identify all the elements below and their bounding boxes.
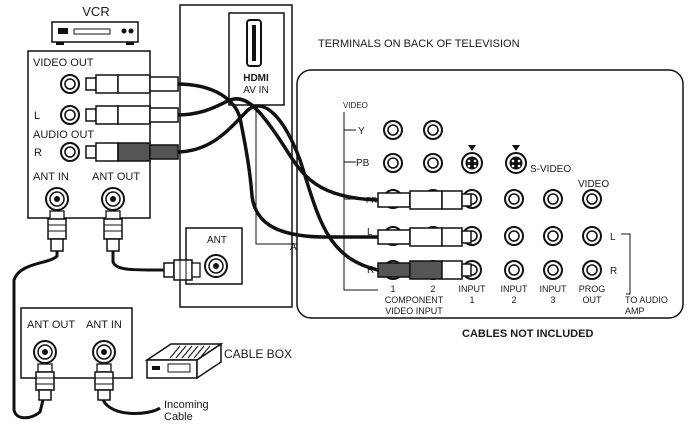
cable-box-label: CABLE BOX [224,347,292,361]
svideo2-jack-icon[interactable] [505,152,527,174]
vcr-audio-l-jack[interactable] [60,105,80,125]
input1-label-a: INPUT [459,284,487,294]
cable-box-ant-out-connector [35,363,55,401]
prog-out-r-jack[interactable] [582,260,602,280]
video-input-label: VIDEO INPUT [385,306,443,316]
vcr-ant-in-connector [47,210,67,252]
tv-y-label: Y [358,126,365,137]
tv-video-label: VIDEO [343,101,368,110]
svideo2-arrow-icon [512,145,520,151]
cable-box-ant-out-jack[interactable] [33,340,57,364]
svideo1-arrow-icon [468,145,476,151]
tv-video-right-label: VIDEO [578,179,609,190]
vcr-ant-in-label: ANT IN [33,171,69,183]
comp1-pb-jack[interactable] [383,153,403,173]
hdmi-label: HDMI [243,73,269,84]
comp2-pb-jack[interactable] [423,153,443,173]
tv-video-plug [377,190,472,210]
comp-1-label: 1 [390,284,395,294]
tv-pb-label: PB [356,158,370,169]
vcr-audio-r-plug [85,142,179,162]
svideo1-jack-icon[interactable] [461,152,483,174]
vcr-audio-l-plug [85,105,179,125]
vcr-video-plug [85,74,179,94]
input3-l-jack[interactable] [543,226,563,246]
svideo-label: S-VIDEO [530,164,571,175]
vcr-ant-out-label: ANT OUT [92,171,140,183]
comp1-y-jack[interactable] [383,120,403,140]
input3-video-jack[interactable] [543,189,563,209]
tv-ant-jack[interactable] [204,254,228,278]
vcr-title: VCR [82,4,109,19]
tv-ant-connector [163,259,201,281]
amp-label: AMP [625,306,645,316]
vcr-l-label: L [34,110,40,122]
tv-audio-l-plug [377,227,472,247]
to-audio-label: TO AUDIO [625,295,668,305]
tv-audio-r-plug [377,260,472,280]
out-label: OUT [583,295,603,305]
input2-r-jack[interactable] [504,260,524,280]
vcr-audio-out-label: AUDIO OUT [33,129,94,141]
prog-out-video-jack[interactable] [582,189,602,209]
vcr-video-out-label: VIDEO OUT [33,57,94,69]
cable-box-ant-out-label: ANT OUT [27,319,75,331]
prog-label: PROG [579,284,606,294]
cable-box-icon [144,342,224,380]
cable-box-ant-in-connector [94,363,114,401]
vcr-ant-out-connector [103,210,123,252]
input2-video-jack[interactable] [504,189,524,209]
comp2-y-jack[interactable] [423,120,443,140]
comp-2-label: 2 [430,284,435,294]
hdmi-port-icon[interactable] [246,19,262,67]
tv-l-right-label: L [610,232,616,243]
vcr-ant-in-jack[interactable] [45,187,69,211]
cable-box-ant-in-jack[interactable] [92,340,116,364]
prog-out-l-jack[interactable] [582,226,602,246]
incoming-label-1: Incoming [164,399,209,411]
vcr-ant-out-jack[interactable] [101,187,125,211]
cable-box-ant-in-label: ANT IN [86,319,122,331]
tv-l-label: L [367,227,373,238]
vcr-icon [51,21,139,45]
vcr-video-out-jack[interactable] [60,74,80,94]
input3-r-jack[interactable] [543,260,563,280]
input2-l-jack[interactable] [504,226,524,246]
input2-label-a: INPUT [501,284,529,294]
cables-note: CABLES NOT INCLUDED [462,328,593,340]
tv-heading: TERMINALS ON BACK OF TELEVISION [318,38,520,50]
input3-label-b: 3 [550,295,555,305]
input3-label-a: INPUT [540,284,568,294]
vcr-r-label: R [34,147,42,159]
input1-label-b: 1 [469,295,474,305]
ant-label: ANT [207,235,227,246]
input2-label-b: 2 [511,295,516,305]
vcr-audio-r-jack[interactable] [60,142,80,162]
incoming-label-2: Cable [164,411,193,423]
tv-r-label: R [367,265,374,276]
component-label: COMPONENT [385,295,444,305]
av-in-label: AV IN [243,85,268,96]
tv-r-right-label: R [610,266,617,277]
